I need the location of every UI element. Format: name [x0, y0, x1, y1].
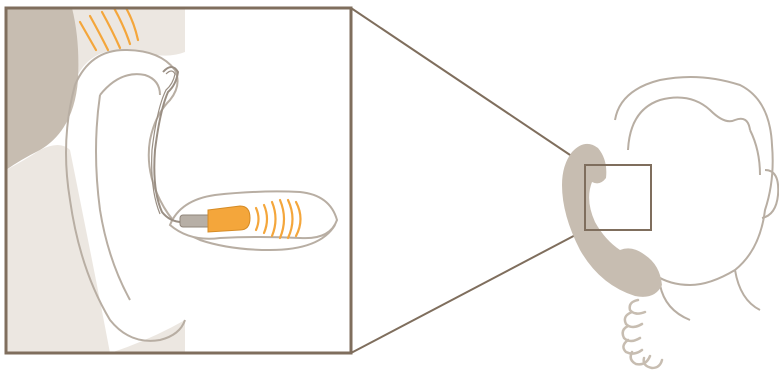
canal-sound-waves-icon	[254, 198, 302, 240]
head-with-phone	[562, 75, 779, 370]
receiver-wire	[153, 66, 183, 223]
ear-closeup-icon	[6, 8, 339, 353]
receiver-wire-inner	[151, 70, 176, 215]
zoom-connector-bottom	[350, 229, 586, 354]
ear-closeup-panel	[4, 6, 353, 355]
hair-shadow	[6, 8, 79, 170]
telephone-handset-icon	[562, 143, 662, 297]
hearing-aid-receiver-icon	[179, 205, 251, 233]
zoom-source-box	[584, 164, 652, 231]
zoom-connector-top	[350, 7, 586, 166]
coiled-phone-cord-icon	[621, 298, 664, 370]
panel-frame	[4, 6, 353, 355]
head-outline-icon	[614, 75, 779, 321]
top-sound-waves-icon	[78, 8, 140, 52]
neck-skin-area	[6, 145, 110, 353]
ear-inner-fold	[95, 73, 161, 301]
ear-outline	[65, 48, 336, 342]
earlobe-skin-area	[110, 320, 185, 353]
